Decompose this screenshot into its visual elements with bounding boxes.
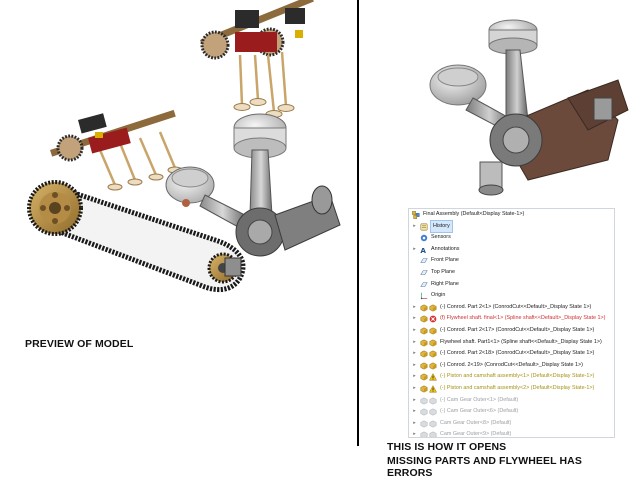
- tree-item[interactable]: Right Plane: [409, 279, 614, 291]
- tree-item[interactable]: ▸ (-) Conrod. 2<19> (ConrodCut<<Default>_…: [409, 360, 614, 372]
- expand-arrow-icon[interactable]: ▸: [413, 373, 416, 380]
- tree-item-label: History: [430, 219, 453, 234]
- divider-line: [357, 0, 359, 446]
- tree-item-label: Right Plane: [431, 280, 459, 287]
- tree-item[interactable]: ▸ (f) Flywheel shaft. final<1> (Spline sh…: [409, 313, 614, 325]
- tree-item[interactable]: ▸ (-) Cam Gear Outer<1> (Default): [409, 395, 614, 407]
- tree-item-label: Annotations: [431, 245, 460, 252]
- component-icon: [420, 362, 428, 370]
- tree-item[interactable]: ▸ (-) Conrod. Part 2<17> (ConrodCut<<Defa…: [409, 325, 614, 337]
- suppressed-part-icon: [429, 408, 437, 416]
- preview-caption: PREVIEW OF MODEL: [25, 338, 134, 350]
- tree-item-label: (-) Conrod. Part 2<17> (ConrodCut<<Defau…: [440, 326, 595, 333]
- model-preview-render: [27, 0, 341, 293]
- expand-arrow-icon[interactable]: ▸: [413, 431, 416, 438]
- part-icon: [429, 350, 437, 358]
- component-icon: [420, 339, 428, 347]
- error-icon: [429, 315, 437, 323]
- tree-item-label: Top Plane: [431, 268, 455, 275]
- tree-item-label: (-) Piston and camshaft assembly<2> (Def…: [440, 384, 595, 391]
- tree-item[interactable]: ▸ (-) Cam Gear Outer<6> (Default): [409, 406, 614, 418]
- tree-item-label: (-) Piston and camshaft assembly<1> (Def…: [440, 373, 595, 380]
- expand-arrow-icon[interactable]: ▸: [413, 361, 416, 368]
- plane-icon: [420, 269, 428, 277]
- tree-item[interactable]: ▸ A Annotations: [409, 244, 614, 256]
- origin-icon: [420, 292, 428, 300]
- expand-arrow-icon[interactable]: ▸: [413, 419, 416, 426]
- tree-item[interactable]: ▸ (-) Conrod. Part 2<1> (ConrodCut<<Defau…: [409, 302, 614, 314]
- component-icon: [420, 431, 428, 437]
- plane-icon: [420, 281, 428, 289]
- tree-item[interactable]: ▸ Cam Gear Outer<8> (Default): [409, 418, 614, 430]
- warning-icon: [429, 385, 437, 393]
- tree-item[interactable]: ▸ (-) Piston and camshaft assembly<1> (De…: [409, 371, 614, 383]
- expand-arrow-icon[interactable]: ▸: [413, 338, 416, 345]
- tree-item[interactable]: ▸ Flywheel shaft. Part1<1> (Spline shaft<…: [409, 337, 614, 349]
- component-icon: [420, 397, 428, 405]
- tree-item-label: Cam Gear Outer<9> (Default): [440, 431, 512, 438]
- suppressed-part-icon: [429, 431, 437, 437]
- part-icon: [429, 327, 437, 335]
- expand-arrow-icon[interactable]: ▸: [413, 326, 416, 333]
- component-icon: [420, 350, 428, 358]
- component-icon: [420, 385, 428, 393]
- tree-item-label: (-) Cam Gear Outer<1> (Default): [440, 396, 519, 403]
- component-icon: [420, 327, 428, 335]
- expand-arrow-icon[interactable]: ▸: [413, 384, 416, 391]
- tree-root-row[interactable]: Final Assembly (Default<Display State-1>…: [409, 209, 614, 221]
- svg-text:A: A: [420, 246, 426, 254]
- sensor-icon: [420, 234, 428, 242]
- tree-root-label: Final Assembly (Default<Display State-1>…: [423, 211, 525, 217]
- expand-arrow-icon[interactable]: ▸: [413, 303, 416, 310]
- tree-item-label: Cam Gear Outer<8> (Default): [440, 419, 512, 426]
- tree-item[interactable]: ▸ Cam Gear Outer<9> (Default): [409, 429, 614, 438]
- plane-icon: [420, 257, 428, 265]
- tree-item-label: (-) Conrod. 2<19> (ConrodCut<<Default>_D…: [440, 361, 583, 368]
- tree-item[interactable]: ▸ (-) Conrod. Part 2<18> (ConrodCut<<Defa…: [409, 348, 614, 360]
- warning-icon: [429, 373, 437, 381]
- expand-arrow-icon[interactable]: ▸: [413, 222, 416, 229]
- tree-item-label: (f) Flywheel shaft. final<1> (Spline sha…: [440, 315, 606, 322]
- expand-arrow-icon[interactable]: ▸: [413, 408, 416, 415]
- tree-item[interactable]: Front Plane: [409, 255, 614, 267]
- tree-item-label: Front Plane: [431, 257, 459, 264]
- tree-item-label: (-) Conrod. Part 2<18> (ConrodCut<<Defau…: [440, 350, 595, 357]
- suppressed-part-icon: [429, 420, 437, 428]
- history-icon: [420, 223, 428, 231]
- expand-arrow-icon[interactable]: ▸: [413, 245, 416, 252]
- component-icon: [420, 304, 428, 312]
- annotations-icon: A: [420, 246, 428, 254]
- opened-assembly-render: [429, 19, 629, 196]
- tree-item[interactable]: Top Plane: [409, 267, 614, 279]
- component-icon: [420, 315, 428, 323]
- tree-item[interactable]: ▸ History: [409, 219, 614, 234]
- opens-caption-line2: MISSING PARTS AND FLYWHEEL HAS ERRORS: [387, 455, 582, 479]
- tree-item[interactable]: Sensors: [409, 232, 614, 244]
- expand-arrow-icon[interactable]: ▸: [413, 350, 416, 357]
- component-icon: [420, 373, 428, 381]
- component-icon: [420, 408, 428, 416]
- tree-item-label: Sensors: [431, 234, 451, 241]
- feature-manager-tree[interactable]: Final Assembly (Default<Display State-1>…: [408, 208, 615, 438]
- tree-item-label: (-) Conrod. Part 2<1> (ConrodCut<<Defaul…: [440, 303, 592, 310]
- tree-item[interactable]: ▸ (-) Piston and camshaft assembly<2> (De…: [409, 383, 614, 395]
- expand-arrow-icon[interactable]: ▸: [413, 396, 416, 403]
- tree-item-label: Flywheel shaft. Part1<1> (Spline shaft<<…: [440, 338, 602, 345]
- suppressed-part-icon: [429, 397, 437, 405]
- opens-caption-line1: THIS IS HOW IT OPENS: [387, 441, 507, 453]
- tree-item-label: (-) Cam Gear Outer<6> (Default): [440, 408, 519, 415]
- part-icon: [429, 304, 437, 312]
- tree-item-label: Origin: [431, 292, 446, 299]
- tree-item[interactable]: Origin: [409, 290, 614, 302]
- component-icon: [420, 420, 428, 428]
- part-icon: [429, 339, 437, 347]
- assembly-icon: [412, 211, 420, 219]
- expand-arrow-icon[interactable]: ▸: [413, 315, 416, 322]
- part-icon: [429, 362, 437, 370]
